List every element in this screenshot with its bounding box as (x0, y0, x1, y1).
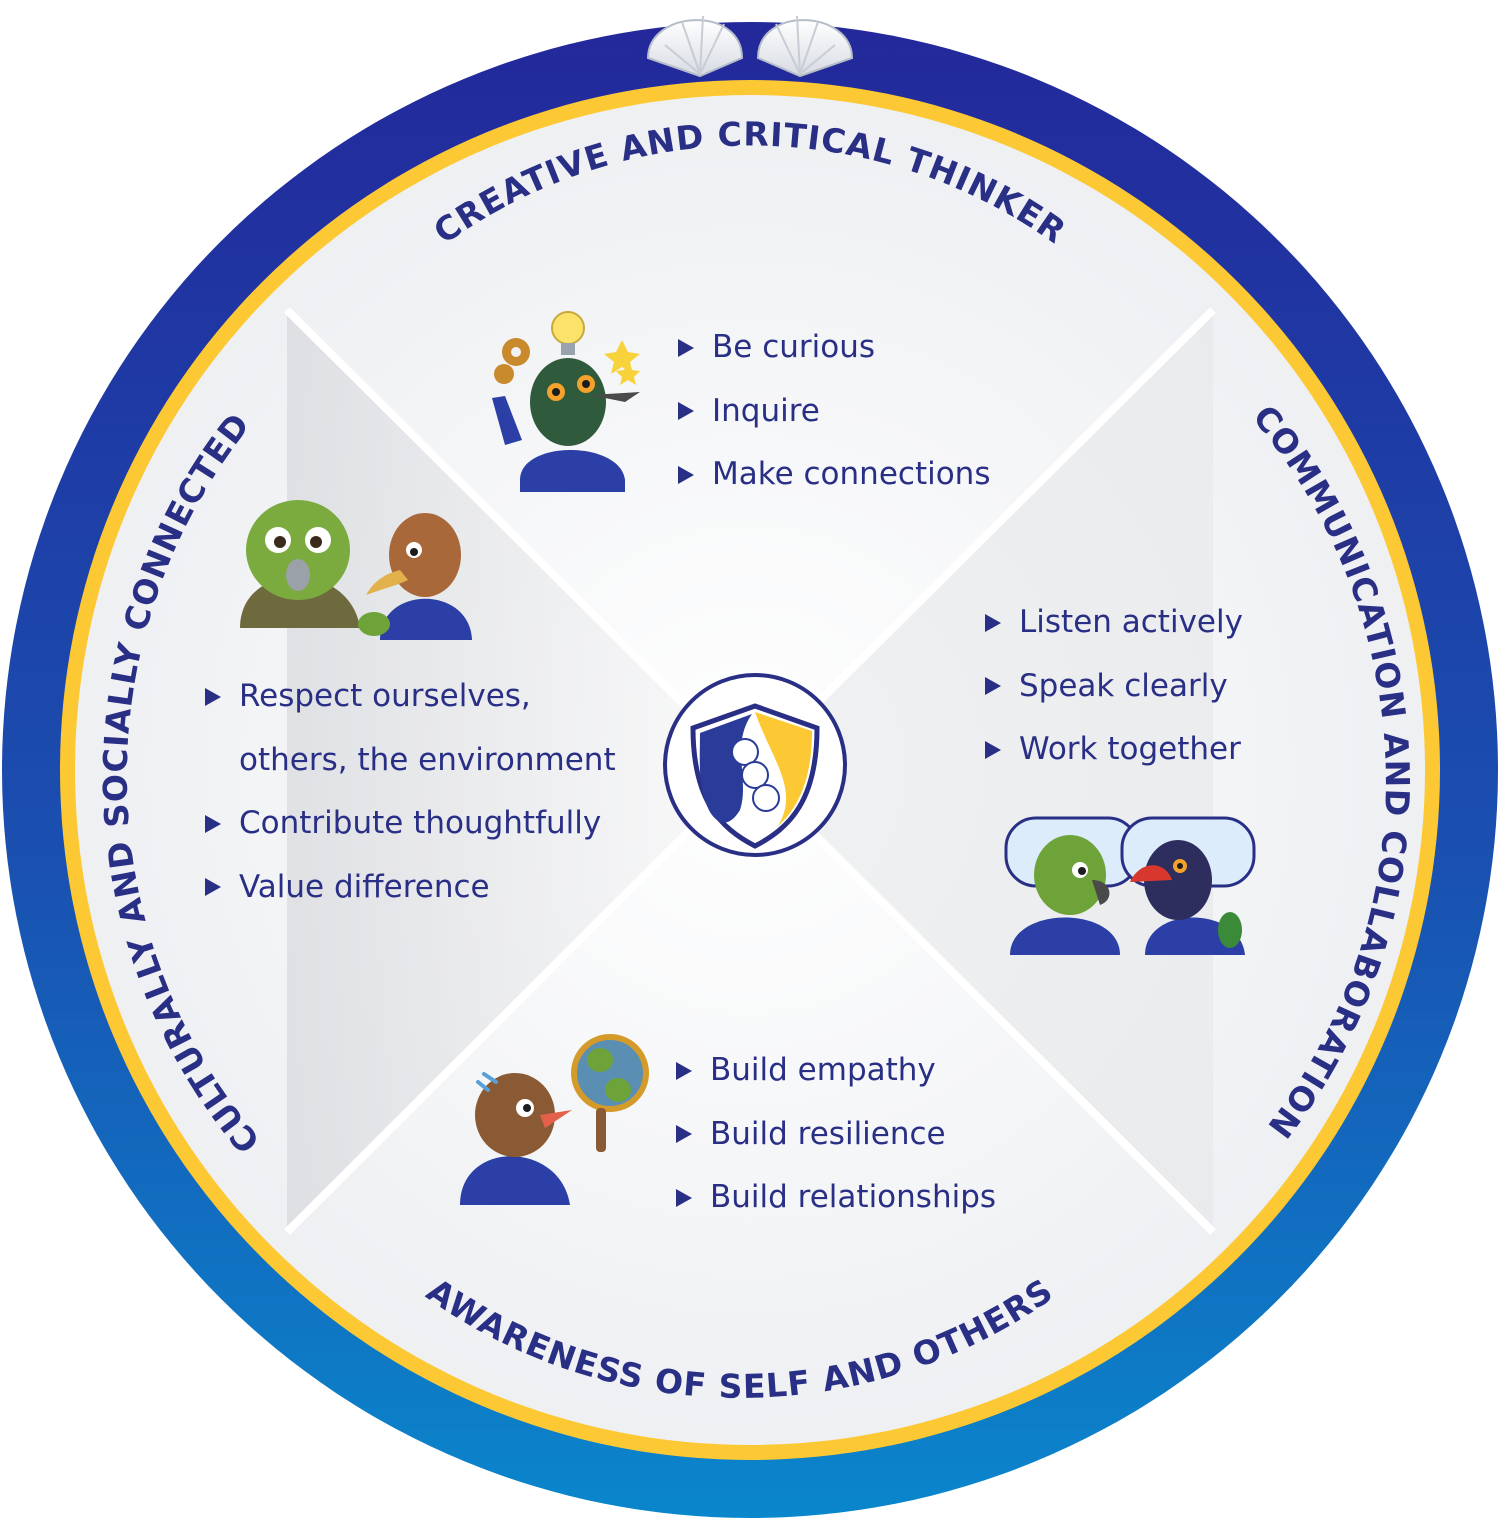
list-item: Build empathy (676, 1039, 996, 1103)
list-item: Respect ourselves, (205, 665, 616, 729)
divider-bl (284, 767, 753, 1235)
left-section-list: Respect ourselves, others, the environme… (205, 665, 616, 919)
thinking-bird-mascot-icon (492, 311, 640, 492)
right-section-list: Listen actively Speak clearly Work toget… (985, 591, 1243, 782)
divider-br (747, 767, 1216, 1235)
list-item: Build relationships (676, 1166, 996, 1230)
list-item: Value difference (205, 856, 616, 920)
list-item: Contribute thoughtfully (205, 792, 616, 856)
mirror-bird-mascot-icon (460, 1034, 649, 1205)
list-item: Be curious (678, 316, 990, 380)
shell-shield-emblem-icon (663, 673, 847, 857)
handshake-birds-mascot-icon (240, 500, 472, 640)
twin-shells-icon (646, 15, 854, 78)
talking-birds-mascot-icon (1004, 816, 1256, 955)
bottom-section-list: Build empathy Build resilience Build rel… (676, 1039, 996, 1230)
top-section-list: Be curious Inquire Make connections (678, 316, 990, 507)
divider-tr (747, 307, 1216, 773)
list-item: Speak clearly (985, 655, 1243, 719)
list-item: Build resilience (676, 1103, 996, 1167)
list-item: Make connections (678, 443, 990, 507)
list-item: Work together (985, 718, 1243, 782)
list-item: Listen actively (985, 591, 1243, 655)
list-item-continuation: others, the environment (239, 741, 616, 778)
list-item: Inquire (678, 380, 990, 444)
divider-tl (284, 307, 753, 773)
right-segment-shade (750, 310, 1213, 1232)
